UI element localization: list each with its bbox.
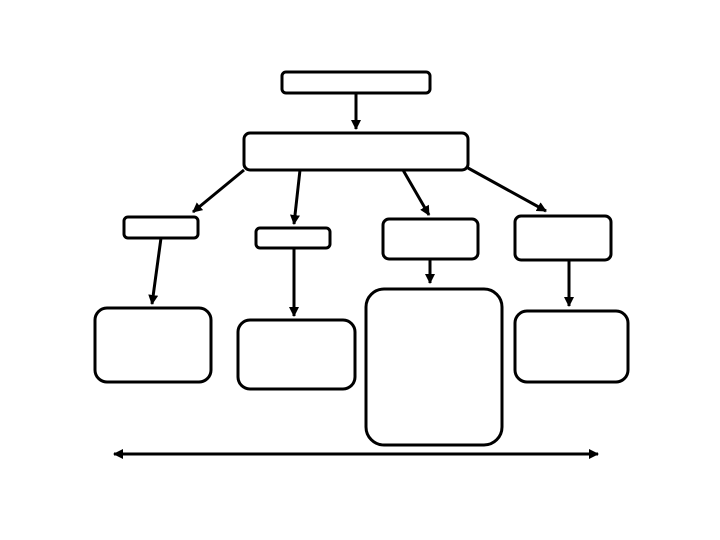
node-branch-3	[381, 217, 480, 261]
node-branch-1	[122, 215, 200, 240]
edge-level-2-to-branch-2	[290, 169, 302, 225]
node-branch-2	[254, 226, 332, 250]
node-level-2	[242, 131, 470, 172]
node-branch-4	[513, 214, 613, 262]
edge-level-2-to-branch-4	[467, 166, 547, 213]
edge-branch-1-to-detail-1	[148, 237, 163, 305]
node-detail-2	[236, 318, 357, 391]
node-detail-1	[93, 306, 213, 384]
edge-level-2-to-branch-3	[401, 169, 431, 216]
node-detail-3	[364, 287, 504, 447]
edge-level-2-to-branch-1	[192, 168, 245, 214]
node-root	[280, 70, 432, 95]
node-detail-4	[513, 309, 630, 384]
